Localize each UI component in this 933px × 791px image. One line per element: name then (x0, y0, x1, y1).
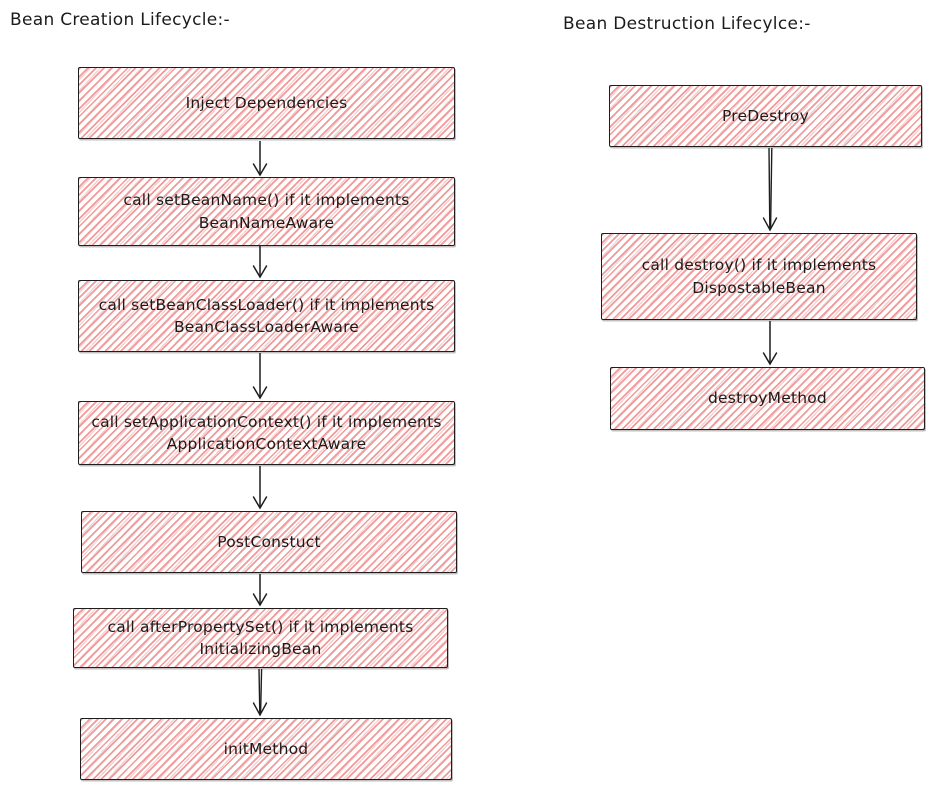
flow-box-set-application-context: call setApplicationContext() if it imple… (78, 401, 455, 465)
flow-box-destroy-method: destroyMethod (610, 367, 925, 430)
flow-box-set-bean-class-loader: call setBeanClassLoader() if it implemen… (78, 280, 455, 352)
flow-box-pre-destroy: PreDestroy (609, 85, 922, 147)
flow-arrow-down (248, 574, 272, 607)
destruction-lifecycle-title: Bean Destruction Lifecylce:- (563, 14, 811, 34)
flow-box-post-construct: PostConstuct (81, 511, 457, 573)
flow-arrow-down (758, 321, 782, 366)
flow-arrow-down (248, 353, 272, 400)
flow-arrow-down (248, 246, 272, 279)
flow-arrow-down-double (758, 148, 782, 232)
flow-box-after-property-set: call afterPropertySet() if it implements… (73, 608, 448, 668)
creation-lifecycle-title: Bean Creation Lifecycle:- (10, 10, 230, 30)
flow-box-call-destroy: call destroy() if it implements Disposta… (601, 233, 917, 320)
flow-arrow-down (248, 141, 272, 177)
flow-arrow-down (248, 466, 272, 510)
flow-box-set-bean-name: call setBeanName() if it implements Bean… (78, 177, 455, 246)
flow-box-init-method: initMethod (80, 718, 452, 780)
flow-arrow-down-double (248, 669, 272, 717)
flow-box-inject-dependencies: Inject Dependencies (78, 67, 455, 139)
